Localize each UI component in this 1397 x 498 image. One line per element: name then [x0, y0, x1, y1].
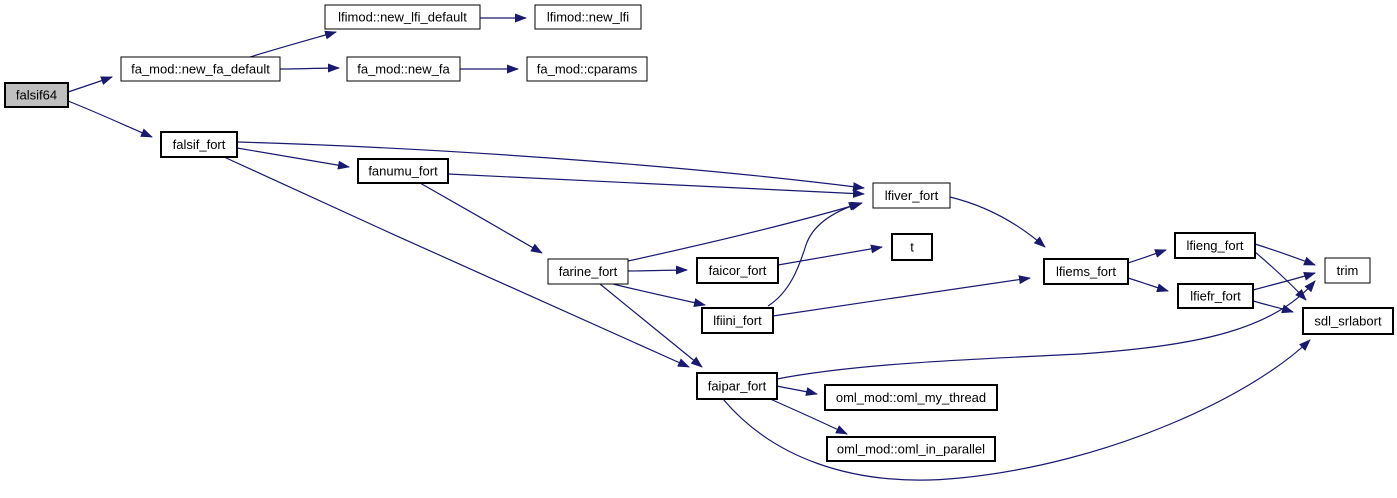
node-box-faicor_fort[interactable] [696, 257, 779, 284]
node-sdl_srlabort[interactable]: sdl_srlabort [1302, 307, 1394, 335]
edge-fanumu_fort-to-farine_fort [419, 182, 543, 254]
edge-farine_fort-to-faicor_fort [627, 265, 688, 275]
edge-lfieng_fort-to-trim [1254, 243, 1316, 266]
edge-fa_mod_new_fa_default-to-lfimod_new_lfi_default [249, 30, 337, 58]
node-box-falsif64[interactable] [4, 82, 69, 108]
edge-lfiini_fort-to-lfiver_fort [767, 202, 861, 307]
edge-faicor_fort-to-t [777, 244, 883, 266]
node-lfiefr_fort[interactable]: lfiefr_fort [1177, 283, 1254, 309]
node-fa_mod_cparams[interactable]: fa_mod::cparams [526, 56, 648, 82]
edge-fanumu_fort-to-lfiver_fort [447, 173, 865, 198]
edge-lfiems_fort-to-lfiefr_fort [1127, 277, 1169, 293]
node-box-fa_mod_cparams[interactable] [526, 56, 648, 82]
node-box-fa_mod_new_fa_default[interactable] [120, 56, 281, 82]
node-fa_mod_new_fa[interactable]: fa_mod::new_fa [346, 56, 461, 82]
edges-layer [67, 13, 1316, 481]
edge-lfieng_fort-to-sdl_srlabort [1254, 251, 1307, 301]
edge-farine_fort-to-faipar_fort [599, 283, 703, 368]
node-box-oml_mod_oml_in_parallel[interactable] [826, 436, 996, 462]
edge-lfiver_fort-to-lfiems_fort [949, 196, 1046, 248]
node-box-faipar_fort[interactable] [696, 372, 778, 400]
edge-farine_fort-to-lfiini_fort [612, 283, 706, 308]
node-oml_mod_oml_my_thread[interactable]: oml_mod::oml_my_thread [824, 384, 998, 411]
edge-lfiini_fort-to-lfiems_fort [772, 275, 1031, 317]
node-box-sdl_srlabort[interactable] [1302, 307, 1394, 335]
node-box-lfieng_fort[interactable] [1174, 232, 1256, 259]
node-faicor_fort[interactable]: faicor_fort [696, 257, 779, 284]
node-lfiver_fort[interactable]: lfiver_fort [872, 182, 951, 209]
node-box-oml_mod_oml_my_thread[interactable] [824, 384, 998, 411]
edge-faipar_fort-to-sdl_srlabort [722, 339, 1311, 481]
node-box-t[interactable] [891, 233, 933, 261]
edge-falsif_fort-to-lfiver_fort [236, 141, 865, 192]
node-lfieng_fort[interactable]: lfieng_fort [1174, 232, 1256, 259]
node-falsif_fort[interactable]: falsif_fort [160, 131, 238, 158]
node-box-lfiefr_fort[interactable] [1177, 283, 1254, 309]
edge-falsif_fort-to-faipar_fort [223, 156, 690, 368]
edge-faipar_fort-to-oml_mod_oml_in_parallel [767, 397, 848, 435]
edge-faipar_fort-to-oml_mod_oml_my_thread [776, 385, 818, 396]
node-lfimod_new_lfi_default[interactable]: lfimod::new_lfi_default [324, 4, 481, 30]
edge-lfiefr_fort-to-trim [1252, 272, 1316, 291]
node-trim[interactable]: trim [1324, 257, 1371, 284]
nodes-layer: falsif64 fa_mod::new_fa_default lfimod::ne… [4, 4, 1394, 462]
edge-falsif_fort-to-fanumu_fort [236, 147, 350, 170]
node-box-lfiems_fort[interactable] [1043, 258, 1129, 285]
node-box-lfiver_fort[interactable] [872, 182, 951, 209]
node-fa_mod_new_fa_default[interactable]: fa_mod::new_fa_default [120, 56, 281, 82]
node-farine_fort[interactable]: farine_fort [547, 258, 629, 285]
node-box-lfimod_new_lfi[interactable] [534, 4, 642, 30]
node-box-trim[interactable] [1324, 257, 1371, 284]
node-oml_mod_oml_in_parallel[interactable]: oml_mod::oml_in_parallel [826, 436, 996, 462]
node-box-fa_mod_new_fa[interactable] [346, 56, 461, 82]
node-box-lfimod_new_lfi_default[interactable] [324, 4, 481, 30]
node-t[interactable]: t [891, 233, 933, 261]
node-lfimod_new_lfi[interactable]: lfimod::new_lfi [534, 4, 642, 30]
node-falsif64[interactable]: falsif64 [4, 82, 69, 108]
edge-farine_fort-to-lfiver_fort [627, 201, 863, 262]
node-lfiini_fort[interactable]: lfiini_fort [701, 307, 774, 334]
node-box-lfiini_fort[interactable] [701, 307, 774, 334]
edge-faipar_fort-to-trim [776, 280, 1316, 380]
node-lfiems_fort[interactable]: lfiems_fort [1043, 258, 1129, 285]
edge-falsif64-to-falsif_fort [67, 100, 153, 138]
node-box-farine_fort[interactable] [547, 258, 629, 285]
node-box-falsif_fort[interactable] [160, 131, 238, 158]
node-fanumu_fort[interactable]: fanumu_fort [357, 158, 449, 184]
node-faipar_fort[interactable]: faipar_fort [696, 372, 778, 400]
edge-lfiems_fort-to-lfieng_fort [1127, 249, 1167, 264]
node-box-fanumu_fort[interactable] [357, 158, 449, 184]
edge-lfiefr_fort-to-sdl_srlabort [1252, 300, 1294, 314]
edge-falsif64-to-fa_mod_new_fa_default [67, 76, 113, 93]
edge-fa_mod_new_fa_default-to-fa_mod_new_fa [279, 63, 340, 73]
